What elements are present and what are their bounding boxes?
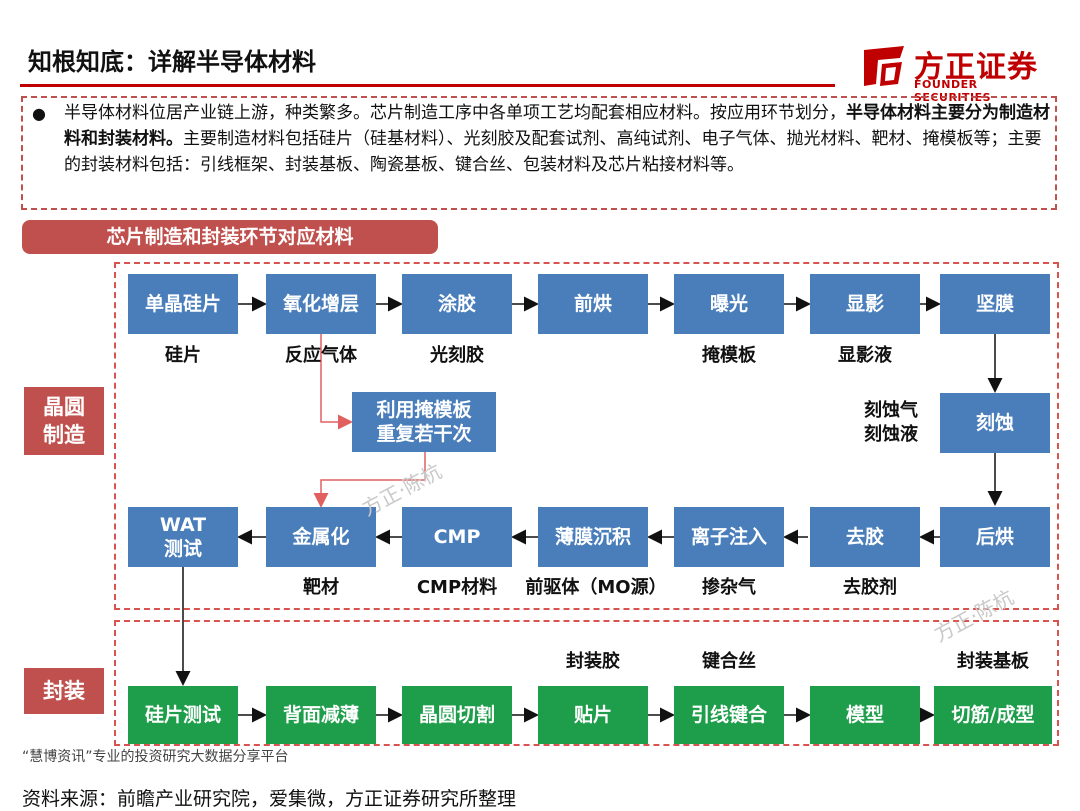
founder-logo-icon [864, 46, 904, 86]
material-target: 靶材 [303, 577, 339, 598]
material-cmp: CMP材料 [416, 577, 498, 598]
step-cmp: CMP [402, 507, 512, 567]
intro-text-1: 半导体材料位居产业链上游，种类繁多。芯片制造工序中各单项工艺均配套相应材料。按应… [64, 103, 846, 123]
step-ion-implant: 离子注入 [674, 507, 784, 567]
bullet-icon: ● [32, 104, 46, 123]
step-thin-film: 薄膜沉积 [538, 507, 648, 567]
step-coating: 涂胶 [402, 274, 512, 334]
step-single-crystal-wafer: 单晶硅片 [128, 274, 238, 334]
step-metallization: 金属化 [266, 507, 376, 567]
material-precursor: 前驱体（MO源） [525, 577, 667, 598]
material-etchant: 刻蚀气 刻蚀液 [864, 400, 918, 445]
step-develop: 显影 [810, 274, 920, 334]
material-wafer: 硅片 [165, 345, 201, 366]
step-oxidation: 氧化增层 [266, 274, 376, 334]
title-divider [20, 84, 835, 87]
platform-watermark: “慧博资讯”专业的投资研究大数据分享平台 [22, 749, 289, 765]
step-etch: 刻蚀 [940, 393, 1050, 453]
material-photomask: 掩模板 [702, 345, 756, 366]
source-note: 资料来源：前瞻产业研究院，爱集微，方正证券研究所整理 [22, 788, 517, 810]
intro-paragraph: 半导体材料位居产业链上游，种类繁多。芯片制造工序中各单项工艺均配套相应材料。按应… [64, 100, 1054, 178]
step-die-attach: 贴片 [538, 686, 648, 744]
step-hardbake: 坚膜 [940, 274, 1050, 334]
step-wire-bond: 引线键合 [674, 686, 784, 744]
intro-text-2: 主要制造材料包括硅片（硅基材料）、光刻胶及配套试剂、高纯试剂、电子气体、抛光材料… [64, 129, 1042, 175]
step-prebake: 前烘 [538, 274, 648, 334]
material-substrate: 封装基板 [957, 651, 1029, 672]
step-molding: 模型 [810, 686, 920, 744]
step-repeat-mask: 利用掩模板 重复若干次 [352, 392, 496, 452]
page-title: 知根知底：详解半导体材料 [28, 48, 316, 76]
material-dopant-gas: 掺杂气 [702, 577, 756, 598]
step-postbake: 后烘 [940, 507, 1050, 567]
intro-frame [21, 96, 1057, 210]
material-encapsulant: 封装胶 [566, 651, 620, 672]
step-trim-form: 切筋/成型 [934, 686, 1052, 744]
packaging-region [114, 620, 1059, 746]
step-exposure: 曝光 [674, 274, 784, 334]
material-developer: 显影液 [838, 345, 892, 366]
material-photoresist: 光刻胶 [430, 345, 484, 366]
step-strip: 去胶 [810, 507, 920, 567]
section-title: 芯片制造和封装环节对应材料 [22, 220, 438, 254]
wafer-fab-region [114, 262, 1059, 610]
wafer-fab-label: 晶圆 制造 [24, 387, 104, 455]
step-wafer-test: 硅片测试 [128, 686, 238, 744]
step-dicing: 晶圆切割 [402, 686, 512, 744]
material-reactive-gas: 反应气体 [285, 345, 357, 366]
material-stripper: 去胶剂 [843, 577, 897, 598]
step-wat-test: WAT 测试 [128, 507, 238, 567]
intro-text-bold: 半导体材料主要分为制造材料和封装材料。 [64, 103, 1050, 149]
material-bonding-wire: 键合丝 [702, 651, 756, 672]
packaging-label: 封装 [24, 668, 104, 714]
step-backgrind: 背面减薄 [266, 686, 376, 744]
logo-text-cn: 方正证券 [914, 50, 1038, 85]
